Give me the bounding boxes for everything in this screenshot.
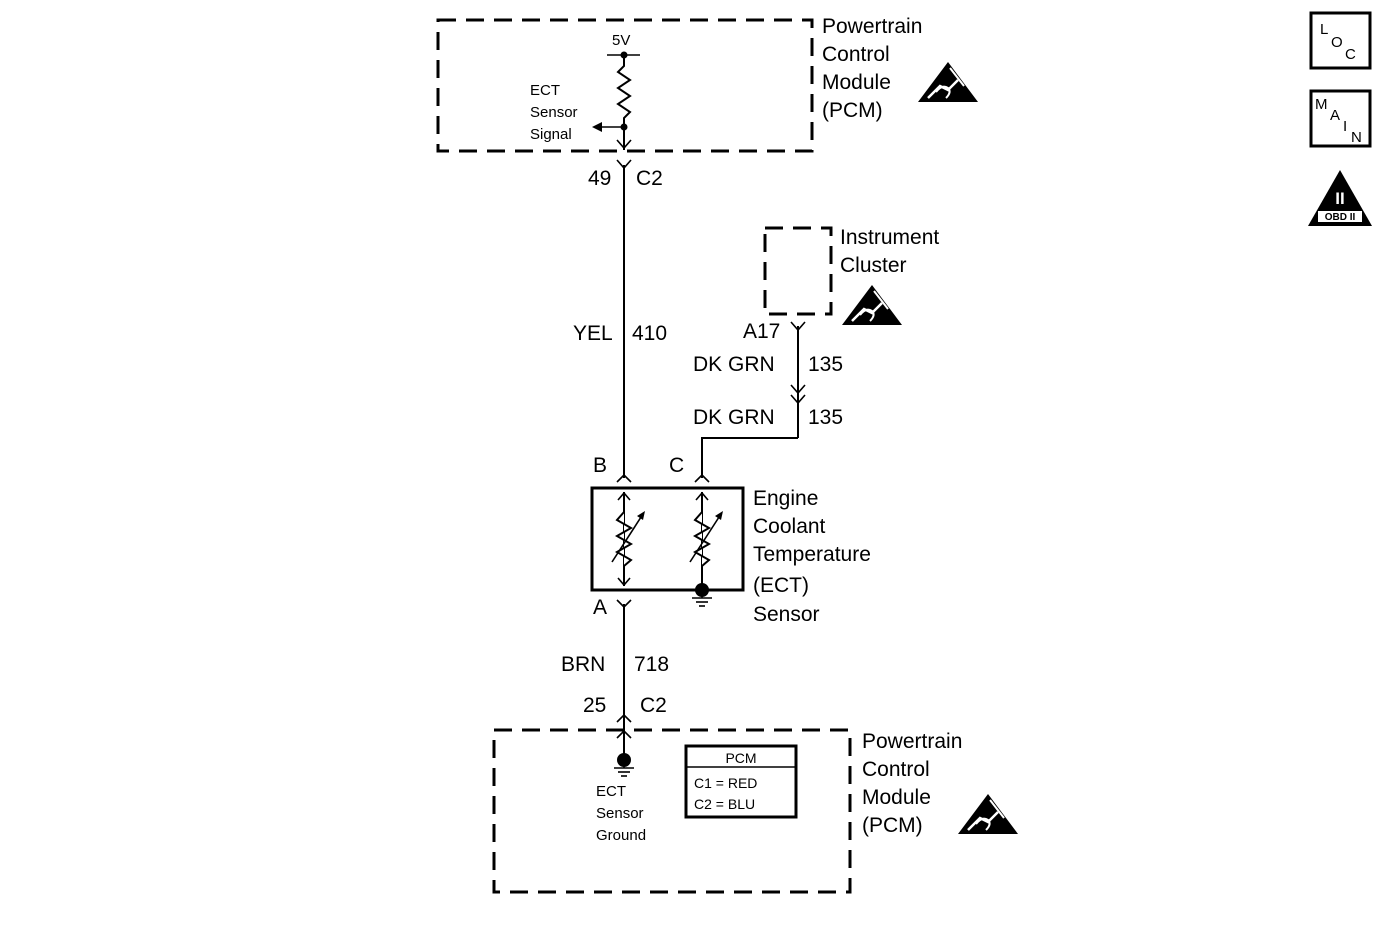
pcm-connector-legend: PCM C1 = RED C2 = BLU	[684, 744, 798, 819]
pcm-bottom-title-line1: Powertrain	[862, 730, 962, 753]
instrument-cluster: Instrument Cluster A17	[743, 226, 939, 343]
loc-icon[interactable]: L O C	[1309, 11, 1372, 70]
pcm-bottom-title-line2: Control	[862, 758, 930, 781]
thermistor-icon	[611, 491, 645, 587]
obd-roman: II	[1335, 189, 1344, 208]
sensor-title-line5: Sensor	[753, 603, 820, 626]
pcm-top-connector: C2	[636, 167, 663, 190]
sensor-title-line3: Temperature	[753, 543, 871, 566]
pcm-top-title-line1: Powertrain	[822, 15, 922, 38]
ect-ground-label-line3: Ground	[596, 827, 646, 844]
legend-title: PCM	[725, 750, 756, 766]
pcm-top-title-line2: Control	[822, 43, 890, 66]
wire-135-upper-color: DK GRN	[693, 353, 775, 376]
obd-text: OBD II	[1325, 212, 1356, 223]
pcm-bottom-module: 25 C2 ECT Sensor Ground PCM C1 = RED C2 …	[492, 694, 1020, 894]
pcm-top-title-line4: (PCM)	[822, 99, 883, 122]
pull-up-resistor	[616, 55, 632, 150]
ground-icon	[613, 767, 635, 777]
loc-letter-c: C	[1345, 46, 1356, 63]
ect-signal-label-line1: ECT	[530, 82, 560, 99]
loc-letter-l: L	[1320, 21, 1328, 38]
ect-sensor: B C Engine Coolant Temperature (ECT)	[590, 454, 871, 626]
instrument-cluster-pin: A17	[743, 320, 780, 343]
pcm-bottom-pin: 25	[583, 694, 606, 717]
obd-ii-icon[interactable]: II OBD II	[1308, 170, 1372, 226]
main-letter-n: N	[1351, 129, 1362, 146]
pcm-bottom-title-line3: Module	[862, 786, 931, 809]
pcm-bottom-boundary	[492, 728, 852, 894]
ect-signal-label-line3: Signal	[530, 126, 572, 143]
ect-signal-label-line2: Sensor	[530, 104, 578, 121]
ground-icon	[691, 597, 713, 607]
sensor-pin-a: A	[593, 596, 607, 619]
sensor-pin-b: B	[593, 454, 607, 477]
instrument-cluster-title-line1: Instrument	[840, 226, 939, 249]
wire-718-circuit: 718	[634, 653, 669, 676]
wire-718-color: BRN	[561, 653, 605, 676]
pcm-top-title-line3: Module	[822, 71, 891, 94]
pcm-bottom-title-line4: (PCM)	[862, 814, 923, 837]
main-letter-m: M	[1315, 96, 1328, 113]
pcm-top-module: Powertrain Control Module (PCM) 5V ECT S…	[436, 15, 980, 190]
main-icon[interactable]: M A I N	[1309, 89, 1372, 148]
pcm-top-pin: 49	[588, 167, 611, 190]
sensor-housing	[590, 486, 745, 592]
loc-letter-o: O	[1331, 34, 1343, 51]
wire-135-upper-circuit: 135	[808, 353, 843, 376]
wire-135-lower-circuit: 135	[808, 406, 843, 429]
pcm-bottom-connector: C2	[640, 694, 667, 717]
voltage-label: 5V	[612, 32, 630, 49]
main-letter-i: I	[1343, 118, 1347, 135]
sensor-title-line2: Coolant	[753, 515, 826, 538]
esd-warning-icon	[956, 792, 1020, 836]
esd-warning-icon	[916, 60, 980, 104]
ect-ground-label-line2: Sensor	[596, 805, 644, 822]
wire-410-color: YEL	[573, 322, 613, 345]
instrument-cluster-boundary	[763, 226, 833, 316]
thermistor-icon	[689, 491, 723, 590]
sensor-title-line1: Engine	[753, 487, 818, 510]
legend-row-c2: C2 = BLU	[694, 796, 755, 812]
sensor-title-line4: (ECT)	[753, 574, 809, 597]
wire-410-circuit: 410	[632, 322, 667, 345]
instrument-cluster-title-line2: Cluster	[840, 254, 907, 277]
legend-row-c1: C1 = RED	[694, 775, 757, 791]
main-letter-a: A	[1330, 107, 1340, 124]
ect-ground-label-line1: ECT	[596, 783, 626, 800]
sensor-pin-c: C	[669, 454, 684, 477]
wire-135-lower-color: DK GRN	[693, 406, 775, 429]
esd-warning-icon	[840, 283, 904, 327]
